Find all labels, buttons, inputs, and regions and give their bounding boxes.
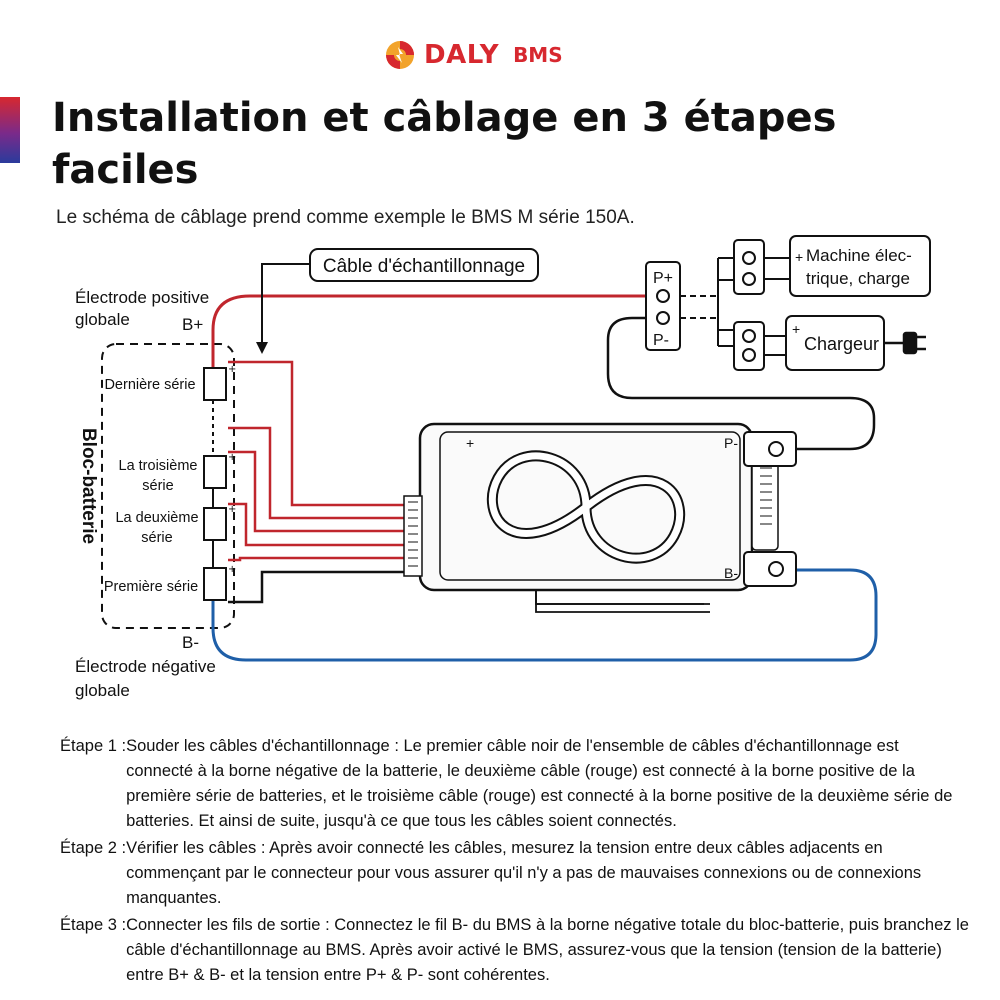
brand-name: DALY xyxy=(424,40,500,70)
charger-terminal xyxy=(733,321,788,371)
b-minus-label: B- xyxy=(182,633,199,652)
svg-text:+: + xyxy=(228,564,236,575)
bms-board: + P- B- xyxy=(403,422,797,613)
cell-second xyxy=(203,507,227,541)
load-terminal xyxy=(733,239,792,295)
bms-p-minus-label: P- xyxy=(724,435,738,451)
brand-logo: DALY BMS xyxy=(384,38,563,72)
bms-plus-label: + xyxy=(466,435,474,451)
p-minus-wire xyxy=(606,316,876,451)
cell-label-first: Première série xyxy=(104,579,198,595)
sampling-wires xyxy=(228,360,410,562)
sampling-label-box xyxy=(309,248,539,282)
output-terminal-block xyxy=(645,261,681,351)
brand-sub: BMS xyxy=(513,43,563,67)
step-2: Étape 2 : Vérifier les câbles : Après av… xyxy=(60,836,970,911)
svg-text:+: + xyxy=(228,504,236,515)
installation-steps: Étape 1 : Souder les câbles d'échantillo… xyxy=(60,734,970,990)
sampling-wire-black xyxy=(228,570,410,604)
step-1: Étape 1 : Souder les câbles d'échantillo… xyxy=(60,734,970,834)
load-device-box xyxy=(789,235,931,297)
step-1-text: Souder les câbles d'échantillonnage : Le… xyxy=(126,737,953,830)
charger-plus-mark: + xyxy=(792,321,800,337)
load-label-line-2: trique, charge xyxy=(806,269,910,288)
cell-last xyxy=(203,367,227,401)
p-minus-label: P- xyxy=(653,332,669,349)
output-dashed-links xyxy=(680,257,736,347)
p-minus-terminal xyxy=(743,431,797,467)
sampling-arrow-line xyxy=(261,263,320,345)
step-3-text: Connecter les fils de sortie : Connectez… xyxy=(126,916,969,984)
negative-main-wire xyxy=(211,568,878,662)
p-plus-label: P+ xyxy=(653,270,673,287)
step-2-head: Étape 2 : xyxy=(60,839,127,857)
sampling-cable-label: Câble d'échantillonnage xyxy=(323,256,525,277)
page-subtitle: Le schéma de câblage prend comme exemple… xyxy=(56,207,635,228)
step-3-head: Étape 3 : xyxy=(60,916,127,934)
step-2-text: Vérifier les câbles : Après avoir connec… xyxy=(126,839,922,907)
sampling-arrow-head xyxy=(256,342,268,354)
cell-label-last: Dernière série xyxy=(104,377,195,393)
title-accent-bar xyxy=(0,97,20,163)
cell-plus-marks: + + + + xyxy=(228,364,236,575)
positive-main-wire xyxy=(211,294,650,368)
step-3: Étape 3 : Connecter les fils de sortie :… xyxy=(60,913,970,988)
cell-first xyxy=(203,567,227,601)
battery-pack-outline xyxy=(101,343,235,629)
cell-third xyxy=(203,455,227,489)
load-label-line-1: Machine élec- xyxy=(806,246,912,265)
svg-text:+: + xyxy=(228,452,236,463)
b-plus-label: B+ xyxy=(182,315,203,334)
plug-icon xyxy=(884,331,926,355)
load-plus-mark: + xyxy=(795,249,803,265)
svg-text:+: + xyxy=(228,364,236,375)
bms-b-minus-label: B- xyxy=(724,565,738,581)
b-minus-terminal xyxy=(743,551,797,587)
charger-label: Chargeur xyxy=(804,334,879,354)
pack-label: Bloc-batterie xyxy=(78,428,99,544)
page-title: Installation et câblage en 3 étapes faci… xyxy=(52,95,837,193)
daly-logo-icon xyxy=(386,41,414,69)
battery-cells xyxy=(203,367,227,601)
step-1-head: Étape 1 : xyxy=(60,737,127,755)
